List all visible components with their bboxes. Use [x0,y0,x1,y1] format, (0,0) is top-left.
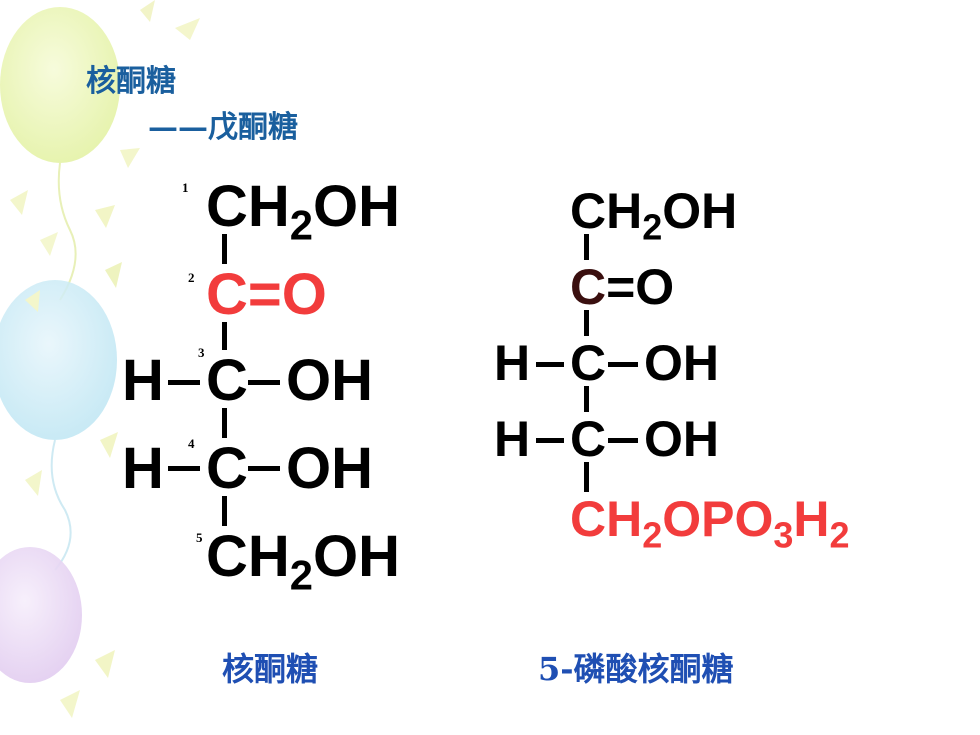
right-row-ch2oh: CH2OH [570,183,738,248]
left-row-ch2oh-top: CH2OH [206,174,401,249]
left-bond-3-h [168,380,200,385]
left-bond-4-h [168,466,200,471]
yellow-balloon [0,7,120,163]
left-bond-1-2 [222,234,227,264]
right-bond-3-4 [584,386,589,412]
right-row-4-oh: OH [644,411,719,467]
slide-subtitle: ——戊酮糖 [148,110,298,145]
right-bond-4-5 [584,462,589,492]
right-bond-4-oh [608,438,638,443]
left-bond-2-3 [222,322,227,350]
left-row-3-oh: OH [286,348,373,413]
left-row-4-oh: OH [286,436,373,501]
right-bond-3-oh [608,362,638,367]
left-row-ch2oh-bottom: CH2OH [206,524,401,599]
right-row-3-oh: OH [644,335,719,391]
carbon-number-3: 3 [198,345,205,360]
left-bond-4-5 [222,496,227,526]
carbon-number-2: 2 [188,270,195,285]
left-row-carbonyl: C=O [206,262,327,327]
right-row-3-c: C [570,335,607,391]
carbon-number-5: 5 [196,530,203,545]
left-row-4-c: C [206,436,248,501]
slide-title: 核酮糖 [86,64,176,99]
left-row-3-h: H [122,348,164,413]
left-row-4-h: H [122,436,164,501]
right-row-4-c: C [570,411,607,467]
left-bond-4-oh [248,466,280,471]
right-caption: 5-磷酸核酮糖 [538,650,734,688]
left-row-3-c: C [206,348,248,413]
right-row-phosphate: CH2OPO3H2 [570,491,850,556]
left-bond-3-4 [222,408,227,438]
right-row-3-h: H [494,335,531,391]
right-bond-4-h [536,438,564,443]
left-caption: 核酮糖 [222,650,319,688]
right-row-4-h: H [494,411,531,467]
carbon-number-4: 4 [188,436,195,451]
left-bond-3-oh [248,380,280,385]
right-bond-3-h [536,362,564,367]
carbon-number-1: 1 [182,180,189,195]
right-bond-2-3 [584,310,589,336]
blue-balloon [0,280,117,440]
right-row-carbonyl: C=O [570,259,675,315]
purple-balloon [0,547,82,683]
right-bond-1-2 [584,234,589,260]
